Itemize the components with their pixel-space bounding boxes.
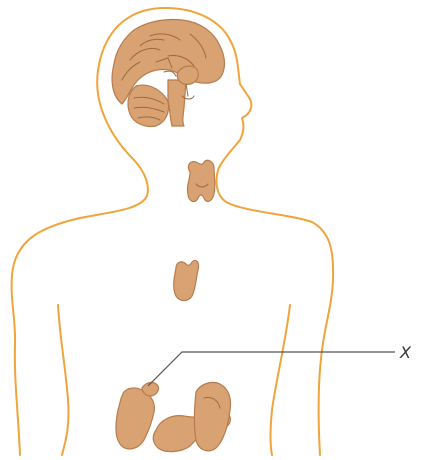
right-arm-inner-line: [271, 305, 291, 455]
kidney-right: [195, 382, 231, 450]
body-outline-right: [217, 170, 334, 455]
pointer-line-x: [148, 352, 395, 386]
brain-stem: [168, 80, 186, 126]
pituitary-gland: [177, 66, 198, 84]
thymus-gland: [174, 260, 199, 300]
cerebellum: [128, 85, 169, 126]
thyroid-gland: [187, 160, 214, 201]
label-x: X: [399, 343, 412, 362]
left-arm-inner-line: [58, 305, 69, 455]
adrenal-kidney-x: [116, 388, 154, 449]
